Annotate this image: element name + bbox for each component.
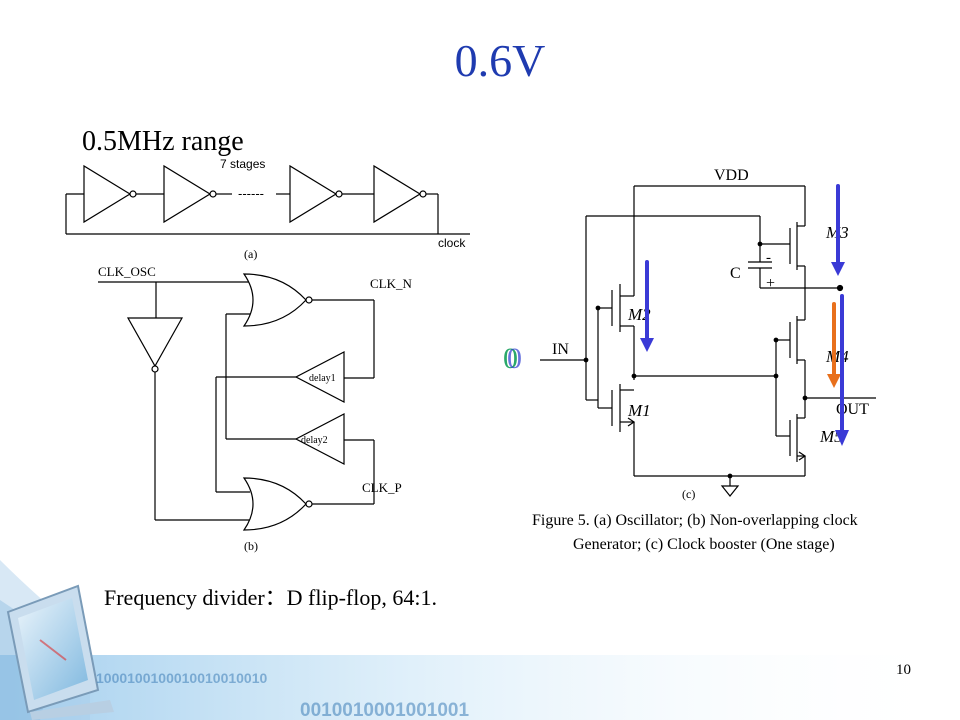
- nor-gate-bottom: [242, 477, 313, 531]
- binary-decoration-1: 1000100100010010010010: [96, 670, 268, 686]
- slide-title: 0.6V: [454, 35, 546, 86]
- blue-arrow-m5: [835, 294, 849, 446]
- clk-osc-label: CLK_OSC: [98, 264, 156, 279]
- dashes-label: ------: [238, 186, 264, 201]
- monitor-icon: [6, 584, 114, 720]
- caption-c: (c): [682, 487, 695, 501]
- caption-a: (a): [244, 247, 257, 261]
- capacitor-c: [748, 244, 772, 288]
- frequency-divider-note: Frequency divider：D flip-flop, 64:1.: [104, 585, 437, 610]
- figure-caption-line2: Generator; (c) Clock booster (One stage): [573, 536, 835, 553]
- figure-caption-line1: Figure 5. (a) Oscillator; (b) Non-overla…: [532, 512, 858, 529]
- delay2-block: [294, 413, 345, 465]
- slide-subtitle: 0.5MHz range: [82, 126, 244, 157]
- stages-label: 7 stages: [220, 157, 265, 171]
- caption-b: (b): [244, 539, 258, 553]
- cap-minus: -: [766, 250, 771, 266]
- orange-arrow-m4: [827, 302, 841, 388]
- page-number: 10: [896, 662, 911, 678]
- vdd-label: VDD: [714, 167, 749, 184]
- zero-marker-green: 0: [503, 342, 518, 375]
- out-label: OUT: [836, 401, 869, 418]
- ground-symbol: [720, 485, 740, 497]
- cap-label: C: [730, 265, 741, 282]
- nor-gate-top: [242, 273, 313, 327]
- transistor-m2: [595, 284, 635, 380]
- inverter-b: [126, 317, 184, 373]
- zero-marker-blue: 0: [507, 342, 522, 375]
- delay1-block: [294, 351, 345, 403]
- clock-label: clock: [438, 236, 466, 250]
- inverter-2: [163, 164, 217, 224]
- clk-n-label: CLK_N: [370, 276, 413, 291]
- transistor-m4: [773, 316, 806, 436]
- delay2-label: delay2: [301, 435, 328, 446]
- m1-label: M1: [627, 401, 651, 420]
- transistor-m1: [586, 380, 636, 476]
- figure-a-oscillator: 7 stages ------ clock (a): [65, 157, 470, 261]
- blue-arrow-m2: [640, 260, 654, 352]
- signal-arrows: [640, 184, 849, 446]
- figure-b-clock-generator: CLK_OSC CLK_N CLK_P delay1 delay2 (b): [98, 264, 413, 553]
- blue-arrow-m3: [831, 184, 845, 276]
- in-label: IN: [552, 341, 569, 358]
- binary-decoration-2: 0010010001001001: [300, 700, 470, 720]
- transistor-m5: [776, 398, 807, 476]
- clk-p-label: CLK_P: [362, 480, 402, 495]
- cap-plus: +: [766, 275, 775, 292]
- delay1-label: delay1: [309, 373, 336, 384]
